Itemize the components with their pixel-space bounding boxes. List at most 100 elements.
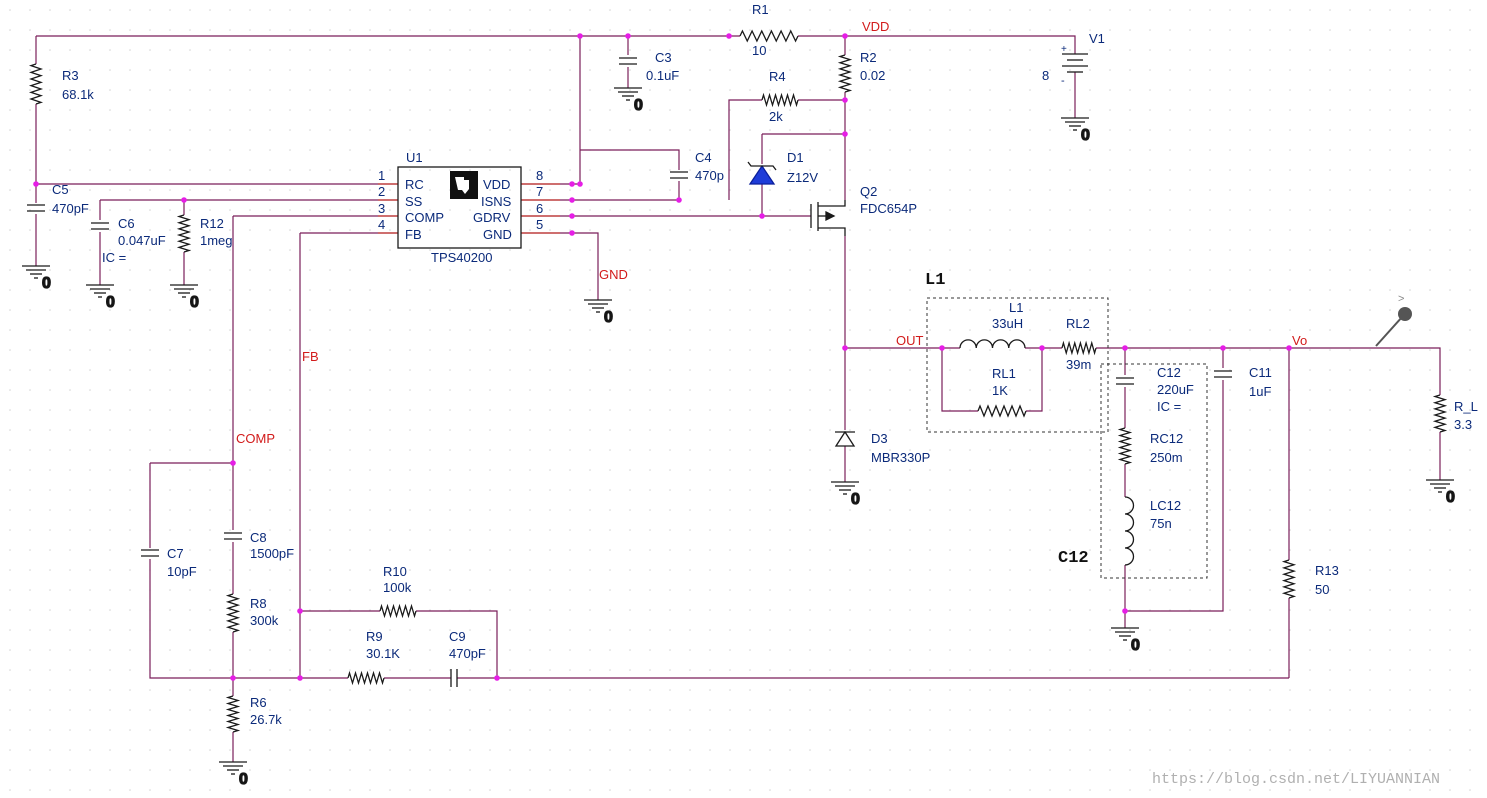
rl2-ref: RL2 <box>1066 316 1090 331</box>
junction-node-24 <box>297 675 303 681</box>
c7-ref: C7 <box>167 546 184 561</box>
junction-nodes <box>33 33 1292 681</box>
rl-ground: 0 <box>1426 479 1456 507</box>
probe-marker: > <box>1398 293 1404 305</box>
v1-plus-sign: + <box>1061 44 1067 55</box>
q2-value: FDC654P <box>860 201 917 216</box>
junction-node-17 <box>1039 345 1045 351</box>
r10-ref: R10 <box>383 564 407 579</box>
r8-value: 300k <box>250 613 279 628</box>
junction-node-4 <box>842 97 848 103</box>
c3-ref: C3 <box>655 50 672 65</box>
junction-node-26 <box>1122 608 1128 614</box>
c4-value: 470p <box>695 168 724 183</box>
c9-value: 470pF <box>449 646 486 661</box>
c6-ref: C6 <box>118 216 135 231</box>
r6-ground: 0 <box>219 761 249 789</box>
c6-ground-label: 0 <box>106 294 115 311</box>
c5-symbol <box>27 204 45 212</box>
v1-value: 8 <box>1042 68 1049 83</box>
lc12-value: 75n <box>1150 516 1172 531</box>
ic-ground: 0 <box>584 299 614 327</box>
rc12-value: 250m <box>1150 450 1183 465</box>
r10-value: 100k <box>383 580 412 595</box>
c5-value: 470pF <box>52 201 89 216</box>
junction-node-7 <box>181 197 187 203</box>
c5-ref: C5 <box>52 182 69 197</box>
r9-ref: R9 <box>366 629 383 644</box>
wire-r4-left <box>728 99 762 200</box>
r13-ref: R13 <box>1315 563 1339 578</box>
junction-node-15 <box>842 345 848 351</box>
rl-ground-label: 0 <box>1446 489 1455 506</box>
r12-ground-label: 0 <box>190 294 199 311</box>
q2-ref: Q2 <box>860 184 877 199</box>
ic-pin-name-fb: FB <box>405 227 422 242</box>
net-gnd: GND <box>599 267 628 282</box>
ic-u1-body <box>397 166 522 249</box>
c11-symbol <box>1214 370 1232 378</box>
net-vdd: VDD <box>862 19 889 34</box>
junction-node-1 <box>625 33 631 39</box>
ic-pin-num-5: 5 <box>536 217 543 232</box>
ic-pin-num-7: 7 <box>536 184 543 199</box>
r6-ground-label: 0 <box>239 771 248 788</box>
junction-node-10 <box>569 213 575 219</box>
r3-ref: R3 <box>62 68 79 83</box>
rl-ref: R_L <box>1454 399 1478 414</box>
d1-bar <box>747 161 777 171</box>
c3-ground: 0 <box>614 87 644 115</box>
rl2-symbol <box>1061 340 1097 356</box>
d1-triangle <box>748 164 776 185</box>
junction-node-25 <box>494 675 500 681</box>
block-l1-label: L1 <box>925 271 945 290</box>
rl-value: 3.3 <box>1454 417 1472 432</box>
r4-symbol <box>761 92 799 108</box>
junction-node-12 <box>577 181 583 187</box>
net-comp: COMP <box>236 431 275 446</box>
ic-pin-num-1: 1 <box>378 168 385 183</box>
d1-ref: D1 <box>787 150 804 165</box>
voltage-probe-icon[interactable]: > <box>1375 293 1412 347</box>
ic-pin-name-gnd: GND <box>483 227 512 242</box>
junction-node-11 <box>569 230 575 236</box>
c6-ground: 0 <box>86 284 116 312</box>
lc12-symbol <box>1124 496 1135 566</box>
wire-rl1-right <box>1026 348 1043 412</box>
ic-pin-num-8: 8 <box>536 168 543 183</box>
r13-symbol <box>1281 559 1297 599</box>
junction-node-20 <box>1286 345 1292 351</box>
r8-ref: R8 <box>250 596 267 611</box>
ic-pin-num-3: 3 <box>378 201 385 216</box>
ic-ground-label: 0 <box>604 309 613 326</box>
junction-node-3 <box>842 33 848 39</box>
ic-pin-name-gdrv: GDRV <box>473 210 511 225</box>
l1-ref: L1 <box>1009 300 1023 315</box>
c6-value: 0.047uF <box>118 233 166 248</box>
ic-ref: U1 <box>406 150 423 165</box>
wire-vo-rail <box>1096 347 1441 395</box>
junction-node-13 <box>676 197 682 203</box>
d3-triangle <box>834 430 856 447</box>
watermark-text: https://blog.csdn.net/LIYUANNIAN <box>1152 771 1440 788</box>
r2-ref: R2 <box>860 50 877 65</box>
wires <box>35 35 1441 762</box>
ic-u1[interactable]: U1 TPS40200 RC SS COMP FB VDD ISNS GDRV … <box>378 150 543 265</box>
junction-node-22 <box>297 608 303 614</box>
junction-node-5 <box>842 131 848 137</box>
ic-pin-name-rc: RC <box>405 177 424 192</box>
r4-value: 2k <box>769 109 783 124</box>
r12-ground: 0 <box>170 284 200 312</box>
junction-node-16 <box>939 345 945 351</box>
wire-c7-bottom <box>149 559 233 679</box>
rl1-symbol <box>977 404 1027 418</box>
r2-value: 0.02 <box>860 68 885 83</box>
ic-pin-num-2: 2 <box>378 184 385 199</box>
c12-ref: C12 <box>1157 365 1181 380</box>
q2-source-lead <box>818 227 846 236</box>
c7-value: 10pF <box>167 564 197 579</box>
junction-node-19 <box>1220 345 1226 351</box>
c12-ic: IC = <box>1157 399 1181 414</box>
